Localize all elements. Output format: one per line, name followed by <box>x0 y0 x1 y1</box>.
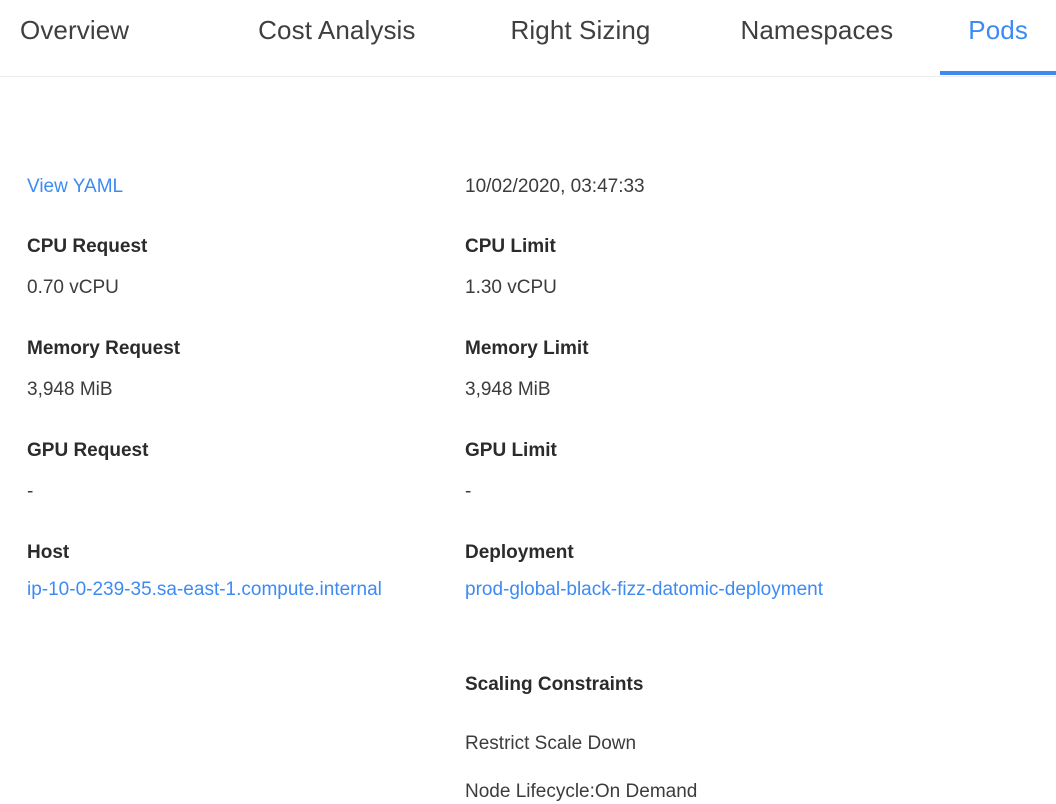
gpu-request-value: - <box>27 481 34 502</box>
tab-list: Overview Cost Analysis Right Sizing Name… <box>0 0 1056 76</box>
tab-overview[interactable]: Overview <box>0 0 129 76</box>
tab-namespaces[interactable]: Namespaces <box>650 0 893 76</box>
view-yaml-link[interactable]: View YAML <box>27 176 124 197</box>
tab-bar: Overview Cost Analysis Right Sizing Name… <box>0 0 1056 77</box>
memory-limit-label: Memory Limit <box>465 338 589 359</box>
host-link[interactable]: ip-10-0-239-35.sa-east-1.compute.interna… <box>27 579 382 600</box>
gpu-limit-label: GPU Limit <box>465 440 557 461</box>
deployment-link[interactable]: prod-global-black-fizz-datomic-deploymen… <box>465 579 823 600</box>
cpu-request-value: 0.70 vCPU <box>27 277 119 298</box>
tab-overview-label: Overview <box>20 15 130 45</box>
host-label: Host <box>27 542 70 563</box>
tab-namespaces-label: Namespaces <box>740 15 894 45</box>
gpu-limit-value: - <box>465 481 472 502</box>
scaling-constraints-label: Scaling Constraints <box>465 674 644 695</box>
memory-request-label: Memory Request <box>27 338 181 359</box>
tab-pods[interactable]: Pods <box>940 0 1056 76</box>
view-yaml-row: View YAML <box>27 174 123 199</box>
cpu-limit-value: 1.30 vCPU <box>465 277 557 298</box>
tab-pods-label: Pods <box>968 15 1028 45</box>
scaling-constraint-item: Node Lifecycle:On Demand <box>465 781 698 802</box>
tab-cost-analysis[interactable]: Cost Analysis <box>129 0 415 76</box>
host-value-wrap: ip-10-0-239-35.sa-east-1.compute.interna… <box>27 577 382 602</box>
tab-active-underline <box>940 71 1056 75</box>
tab-right-sizing[interactable]: Right Sizing <box>416 0 651 76</box>
deployment-label: Deployment <box>465 542 574 563</box>
cpu-request-label: CPU Request <box>27 236 148 257</box>
scaling-constraint-item: Restrict Scale Down <box>465 733 637 754</box>
cpu-limit-label: CPU Limit <box>465 236 556 257</box>
gpu-request-label: GPU Request <box>27 440 149 461</box>
deployment-value-wrap: prod-global-black-fizz-datomic-deploymen… <box>465 577 823 602</box>
memory-limit-value: 3,948 MiB <box>465 379 551 400</box>
tab-cost-analysis-label: Cost Analysis <box>258 15 416 45</box>
memory-request-value: 3,948 MiB <box>27 379 113 400</box>
pod-timestamp: 10/02/2020, 03:47:33 <box>465 176 645 197</box>
tab-right-sizing-label: Right Sizing <box>510 15 651 45</box>
